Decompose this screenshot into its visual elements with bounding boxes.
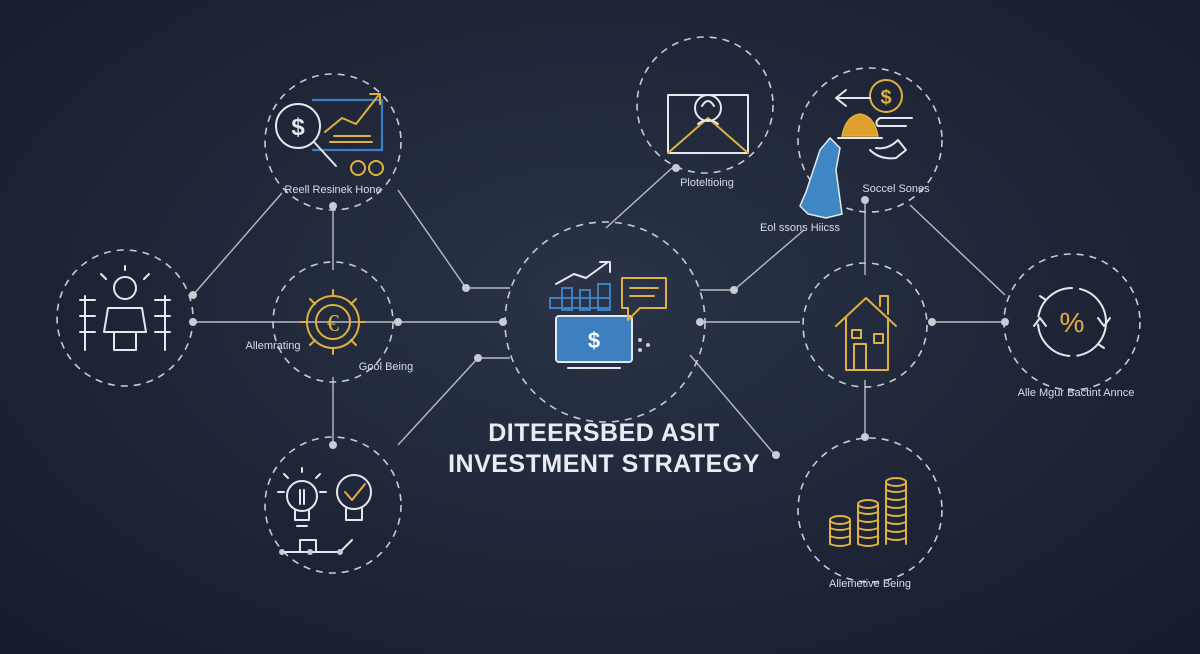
label-ecal: Eol ssons Hiicss	[759, 222, 841, 234]
percent-cycle-icon: %	[1033, 287, 1111, 357]
diagram-title: DITEERSBED ASIT INVESTMENT STRATEGY	[448, 418, 760, 480]
node-social	[797, 67, 943, 213]
link-hub-upright	[700, 229, 805, 291]
node-ideas	[264, 436, 402, 574]
hand-bell-dollar-icon: $	[799, 79, 913, 219]
label-alternating: Allemrating	[245, 340, 301, 352]
label-profiling: Ploteltioing	[680, 177, 734, 189]
node-house	[802, 262, 928, 388]
node-people	[56, 249, 194, 387]
investment-dashboard-icon: $	[549, 261, 667, 369]
label-alt-being: Allemetive Being	[829, 578, 911, 590]
node-hub	[504, 221, 706, 423]
title-line-1: DITEERSBED ASIT	[488, 419, 720, 447]
label-goal: Gool Being	[358, 361, 414, 373]
svg-text:%: %	[1060, 307, 1085, 338]
label-rate: Alle Mgur Bactint Annce	[1017, 387, 1135, 399]
link-social-rate	[909, 204, 1006, 296]
svg-text:$: $	[588, 328, 600, 353]
connector-lines	[192, 167, 1006, 456]
profile-frame-icon	[667, 94, 749, 154]
title-line-2: INVESTMENT STRATEGY	[448, 450, 760, 478]
link-hub-profile	[605, 167, 673, 229]
node-profile	[636, 36, 774, 174]
node-circles	[56, 36, 1141, 583]
node-real-estate	[264, 73, 402, 211]
svg-text:€: €	[327, 311, 339, 337]
node-euro	[272, 261, 394, 383]
svg-text:$: $	[880, 87, 891, 109]
node-coins	[797, 437, 943, 583]
link-top-left	[192, 192, 283, 296]
team-icon	[79, 265, 171, 351]
euro-gear-icon: €	[300, 289, 366, 355]
label-social: Soccel Sones	[862, 183, 930, 195]
lightbulb-ideas-icon	[277, 467, 372, 555]
label-real-estate: Reell Resinek Hone	[284, 184, 382, 196]
link-hub-lowright	[689, 354, 776, 456]
junction-dots	[189, 164, 1009, 459]
node-rate	[1003, 253, 1141, 391]
house-icon	[835, 295, 897, 371]
link-realestate-hub	[397, 189, 510, 289]
search-dollar-chart-icon: $	[275, 93, 384, 176]
coin-stacks-icon	[829, 477, 907, 547]
svg-text:$: $	[291, 114, 305, 141]
